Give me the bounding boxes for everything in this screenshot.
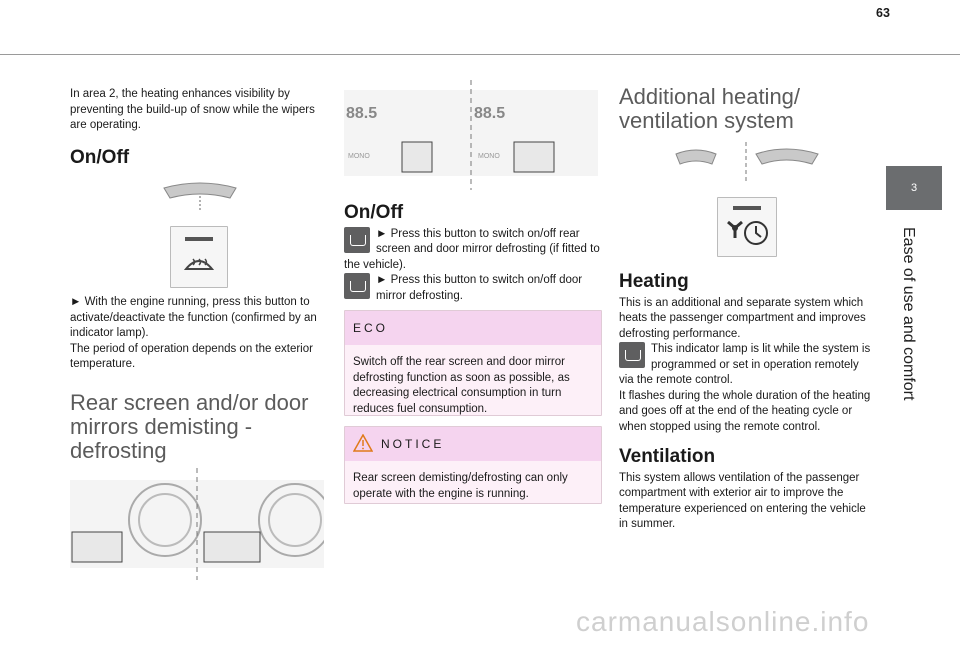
flash-text: It flashes during the whole duration of … (619, 389, 871, 433)
eco-text: Switch off the rear screen and door mirr… (353, 356, 570, 415)
notice-box: NOTICE Rear screen demisting/defrosting … (344, 426, 602, 504)
mono-label-right: MONO (478, 153, 500, 160)
warning-icon (353, 434, 373, 452)
display-panel-illustration (344, 80, 598, 190)
intro-text: In area 2, the heating enhances visibili… (70, 88, 315, 131)
rear-defrost-text: ► Press this button to switch on/off rea… (344, 227, 600, 271)
heater-button[interactable] (717, 197, 777, 257)
fan-clock-icon (727, 220, 768, 245)
eco-header: ECO (345, 311, 601, 345)
heading-heating: Heating (619, 271, 689, 292)
ventilation-text: This system allows ventilation of the pa… (619, 471, 866, 531)
eco-box: ECO Switch off the rear screen and door … (344, 310, 602, 416)
notice-text: Rear screen demisting/defrosting can onl… (353, 472, 568, 500)
lamp-item: This indicator lamp is lit while the sys… (619, 342, 875, 389)
column-1: In area 2, the heating enhances visibili… (70, 87, 324, 168)
heating-text: This is an additional and separate syste… (619, 296, 866, 340)
chapter-tab[interactable]: 3 (886, 166, 942, 210)
heading-rear-screen: Rear screen and/or door mirrors demistin… (70, 389, 309, 463)
heading-ventilation: Ventilation (619, 446, 716, 467)
mono-label-left: MONO (348, 153, 370, 160)
page-number: 63 (876, 6, 890, 20)
column-2: On/Off ► Press this button to switch on/… (344, 202, 600, 304)
control-panel-illustration (70, 468, 324, 580)
windscreen-diagram (163, 182, 237, 210)
notice-header: NOTICE (345, 427, 601, 461)
top-rule (0, 54, 960, 55)
heading-on-off-2: On/Off (344, 202, 404, 223)
indicator-lamp (185, 237, 213, 241)
rear-defrost-item: ► Press this button to switch on/off rea… (344, 226, 600, 274)
mirror-defrost-item: ► Press this button to switch on/off doo… (344, 273, 600, 304)
windscreen-diagram-2 (675, 142, 819, 184)
display-readout-right: 88.5 (474, 105, 506, 122)
lamp-text: This indicator lamp is lit while the sys… (619, 343, 871, 386)
front-defrost-icon (184, 258, 214, 270)
front-defrost-button[interactable] (170, 226, 228, 288)
chapter-title-vertical: Ease of use and comfort (888, 227, 917, 490)
heading-on-off: On/Off (70, 146, 130, 168)
period-text: The period of operation depends on the e… (70, 342, 313, 371)
column-3-lower: Heating This is an additional and separa… (619, 271, 875, 533)
mirror-defrost-text: ► Press this button to switch on/off doo… (376, 274, 583, 302)
watermark: carmanualsonline.info (576, 606, 870, 637)
heater-indicator-lamp (733, 206, 761, 210)
heading-additional: Additional heating/ ventilation system (619, 84, 801, 133)
heater-indicator-icon (619, 342, 645, 368)
column-1-lower: ► With the engine running, press this bu… (70, 295, 324, 463)
display-readout-left: 88.5 (346, 105, 378, 122)
press-text: ► With the engine running, press this bu… (70, 296, 317, 339)
rear-defrost-icon (344, 226, 370, 253)
mirror-defrost-icon (344, 273, 370, 299)
column-3: Additional heating/ ventilation system (619, 85, 875, 133)
chapter-title: Ease of use and comfort (900, 227, 917, 401)
